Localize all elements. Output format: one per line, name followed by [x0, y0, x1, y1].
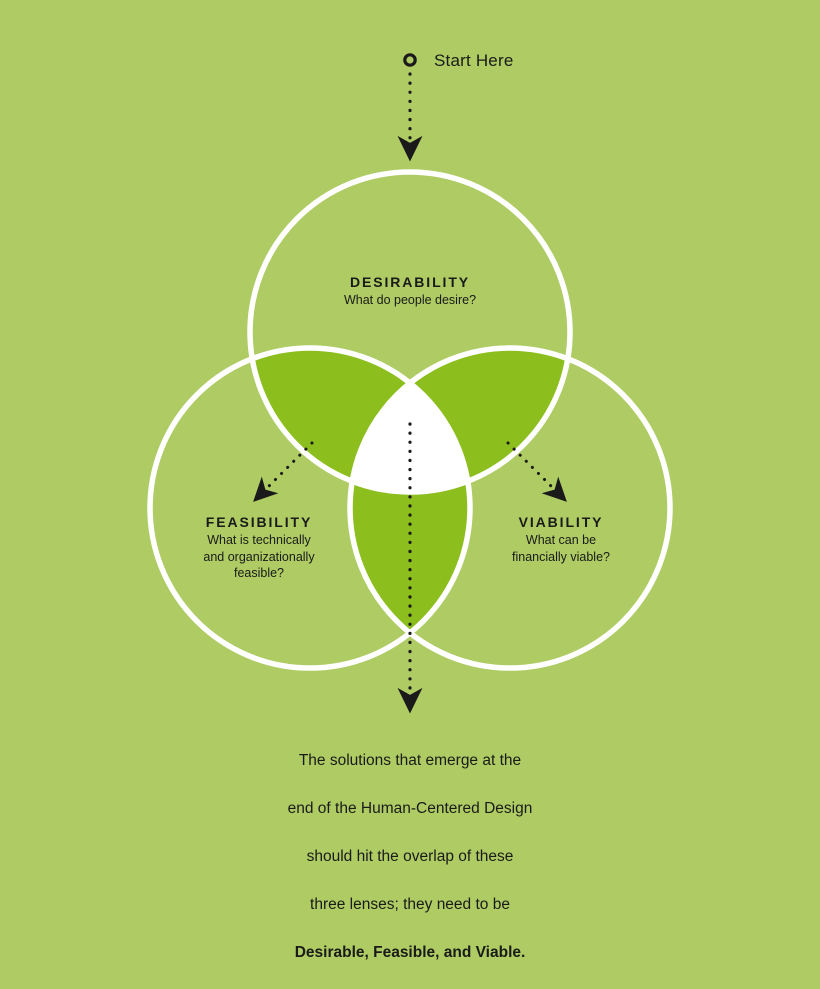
conclusion-line-4: three lenses; they need to be — [310, 896, 510, 914]
venn-diagram-graphic — [147, 53, 673, 714]
lens-title-feasibility: FEASIBILITY — [205, 514, 313, 530]
conclusion-text: The solutions that emerge at the end of … — [210, 725, 610, 989]
conclusion-line-1: The solutions that emerge at the — [298, 752, 522, 770]
diagram-canvas: Start Here DESIRABILITY What do people d… — [147, 51, 673, 961]
lens-question-feasibility: What is technically and organizationally… — [203, 533, 315, 581]
arrow-to-viability — [506, 441, 567, 502]
circle-desirability-outline — [247, 169, 573, 495]
circle-feasibility-outline — [147, 345, 473, 671]
conclusion-line-2: end of the Human-Centered Design — [287, 800, 533, 818]
start-here-label: Start Here — [434, 51, 514, 70]
conclusion-line-3: should hit the overlap of these — [306, 848, 514, 866]
overlap-all-three — [350, 348, 470, 492]
venn-circle-outlines — [147, 169, 673, 671]
circle-viability-outline — [347, 345, 673, 671]
lens-question-desirability: What do people desire? — [343, 293, 477, 307]
lens-title-viability: VIABILITY — [518, 514, 604, 530]
conclusion-line-5: Desirable, Feasible, and Viable. — [294, 944, 526, 962]
start-ring-icon — [403, 53, 417, 67]
arrow-to-feasibility — [253, 441, 314, 502]
lens-question-viability: What can be financially viable? — [512, 533, 610, 564]
lens-title-desirability: DESIRABILITY — [349, 274, 471, 290]
